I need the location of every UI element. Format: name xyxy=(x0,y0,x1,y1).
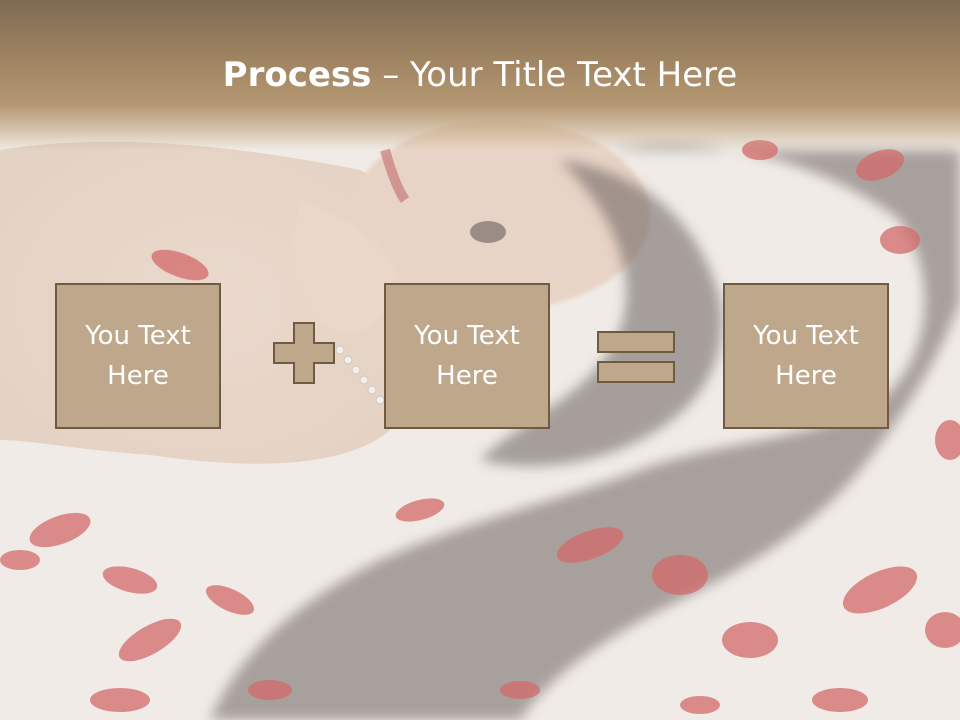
plus-icon xyxy=(273,322,335,384)
process-box-2[interactable]: You Text Here xyxy=(384,283,550,429)
process-box-1-label: You Text Here xyxy=(85,321,191,391)
title-band xyxy=(0,0,960,150)
process-box-1[interactable]: You Text Here xyxy=(55,283,221,429)
process-box-3[interactable]: You Text Here xyxy=(723,283,889,429)
slide-title: Process – Your Title Text Here xyxy=(0,52,960,98)
equals-icon xyxy=(597,331,675,383)
process-box-3-label: You Text Here xyxy=(753,321,859,391)
title-separator: – xyxy=(371,55,411,95)
process-box-2-label: You Text Here xyxy=(414,321,520,391)
title-rest: Your Title Text Here xyxy=(410,55,738,95)
title-bold: Process xyxy=(222,55,372,95)
